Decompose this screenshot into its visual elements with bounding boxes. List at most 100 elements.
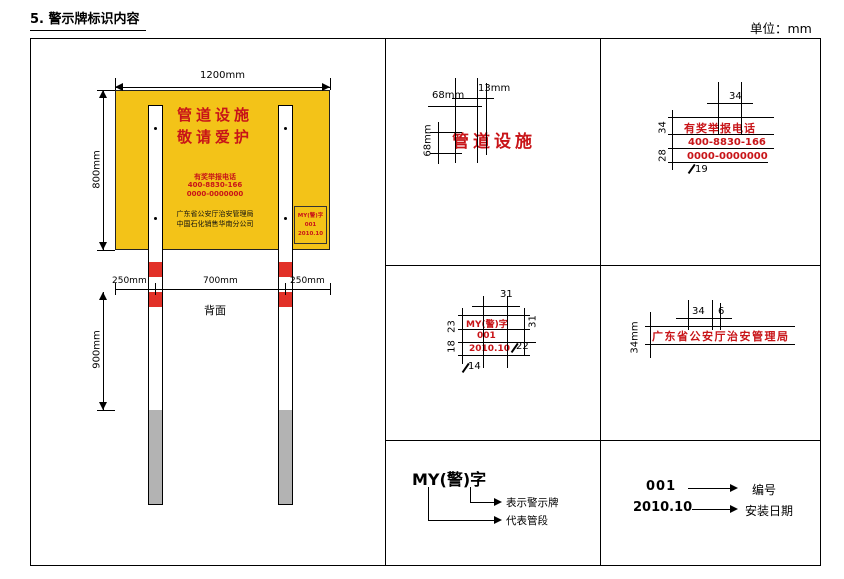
dim-label-char-gap: 13mm xyxy=(478,83,511,94)
dim-label-sign-width: 1200mm xyxy=(200,70,245,81)
bolt-icon xyxy=(284,217,287,220)
dim-label-sign-height: 800mm xyxy=(91,150,103,189)
extension-line xyxy=(668,162,768,163)
extension-line xyxy=(712,300,713,330)
extension-line xyxy=(285,283,286,295)
dim-label-char-height: 68mm xyxy=(422,124,434,157)
legend-number-label: 编号 xyxy=(752,483,777,497)
extension-line xyxy=(668,148,774,149)
dim-label-34mm-height: 34mm xyxy=(629,321,641,354)
arrow-right-icon xyxy=(494,516,502,524)
dim-label-22-mid: 22 xyxy=(516,341,529,352)
panel-divider xyxy=(385,265,821,266)
dimension-line xyxy=(103,292,104,410)
extension-line xyxy=(458,329,530,330)
sign-title-line2: 敬请爱护 xyxy=(176,128,253,146)
dimension-line xyxy=(452,98,494,99)
dim-label-23-left: 23 xyxy=(446,320,458,333)
post-underground-section xyxy=(149,410,162,504)
sign-code-plate: MY(警)字 001 2010.10 xyxy=(294,206,327,244)
extension-line xyxy=(430,132,462,133)
extension-line xyxy=(458,355,530,356)
plate-code: MY(警)字 xyxy=(297,213,324,219)
page-title: 5. 警示牌标识内容 xyxy=(30,8,146,31)
back-side-label: 背面 xyxy=(204,304,226,317)
callout-line xyxy=(692,509,732,510)
bolt-icon xyxy=(154,217,157,220)
extension-line xyxy=(430,153,462,154)
panel-divider xyxy=(385,38,386,566)
dim-label-19-bottom: 19 xyxy=(695,164,708,175)
dimension-line xyxy=(707,103,753,104)
arrow-right-icon xyxy=(730,505,738,513)
sign-hotline-title: 有奖举报电话 xyxy=(194,173,236,181)
dimension-line xyxy=(115,289,330,290)
plate-date: 2010.10 xyxy=(297,231,324,237)
extension-line xyxy=(97,250,115,251)
arrow-up-icon xyxy=(99,90,107,98)
callout-line xyxy=(470,487,471,502)
extension-line xyxy=(330,78,331,90)
legend-date-value: 2010.10 xyxy=(633,500,693,515)
extension-line xyxy=(483,296,484,368)
post-red-band xyxy=(149,292,162,307)
callout-line xyxy=(688,488,732,489)
dimension-line xyxy=(676,318,732,319)
post-left xyxy=(148,105,163,505)
extension-line xyxy=(330,283,331,295)
extension-line xyxy=(458,342,536,343)
callout-line xyxy=(428,487,429,520)
arrow-right-icon xyxy=(322,83,330,91)
dimension-line xyxy=(438,122,439,164)
detail-plate-line2: 001 xyxy=(477,331,496,341)
arrow-left-icon xyxy=(115,83,123,91)
dim-label-6-gap: 6 xyxy=(718,306,725,317)
dim-label-14-bottom: 14 xyxy=(468,361,481,372)
detail-hotline-line2: 400-8830-166 xyxy=(688,137,766,148)
extension-line xyxy=(645,344,795,345)
bolt-icon xyxy=(284,127,287,130)
callout-line xyxy=(470,502,496,503)
extension-line xyxy=(507,296,508,368)
plate-number: 001 xyxy=(304,222,317,228)
extension-line xyxy=(688,300,689,330)
panel-divider xyxy=(385,440,821,441)
dim-label-char-width: 68mm xyxy=(432,90,465,101)
extension-line xyxy=(645,326,795,327)
sign-hotline-number1: 400-8830-166 xyxy=(187,181,243,189)
legend-code-note1: 表示警示牌 xyxy=(506,497,559,509)
dim-label-18-left: 18 xyxy=(446,340,458,353)
extension-line xyxy=(668,134,774,135)
dimension-line xyxy=(115,87,330,88)
extension-line xyxy=(477,78,478,163)
dim-label-28-left: 28 xyxy=(657,149,669,162)
dimension-line xyxy=(524,308,525,356)
arrow-right-icon xyxy=(494,498,502,506)
dimension-line xyxy=(462,308,463,364)
post-red-band xyxy=(279,262,292,277)
dim-label-post-span: 700mm xyxy=(203,276,238,286)
dim-label-left-offset: 250mm xyxy=(112,276,147,286)
arrow-down-icon xyxy=(99,402,107,410)
dimension-line xyxy=(103,90,104,250)
unit-label: 单位：mm xyxy=(750,21,812,36)
dimension-line xyxy=(472,306,520,307)
detail-plate-line3: 2010.10 xyxy=(469,344,510,354)
extension-line xyxy=(668,117,774,118)
dim-label-34-left: 34 xyxy=(657,121,669,134)
post-red-band xyxy=(149,262,162,277)
panel-divider xyxy=(600,38,601,566)
legend-number-value: 001 xyxy=(646,479,677,494)
extension-line xyxy=(115,78,116,90)
callout-line xyxy=(428,520,496,521)
extension-line xyxy=(720,303,721,330)
sign-agency-line1: 广东省公安厅治安管理局 xyxy=(176,210,254,218)
arrow-down-icon xyxy=(99,242,107,250)
legend-date-label: 安装日期 xyxy=(745,504,794,518)
dim-label-31-top: 31 xyxy=(500,289,513,300)
dimension-line xyxy=(672,110,673,170)
extension-line xyxy=(741,82,742,134)
arrow-right-icon xyxy=(730,484,738,492)
legend-code-text: MY(警)字 xyxy=(412,470,487,489)
dim-label-34-char: 34 xyxy=(692,306,705,317)
